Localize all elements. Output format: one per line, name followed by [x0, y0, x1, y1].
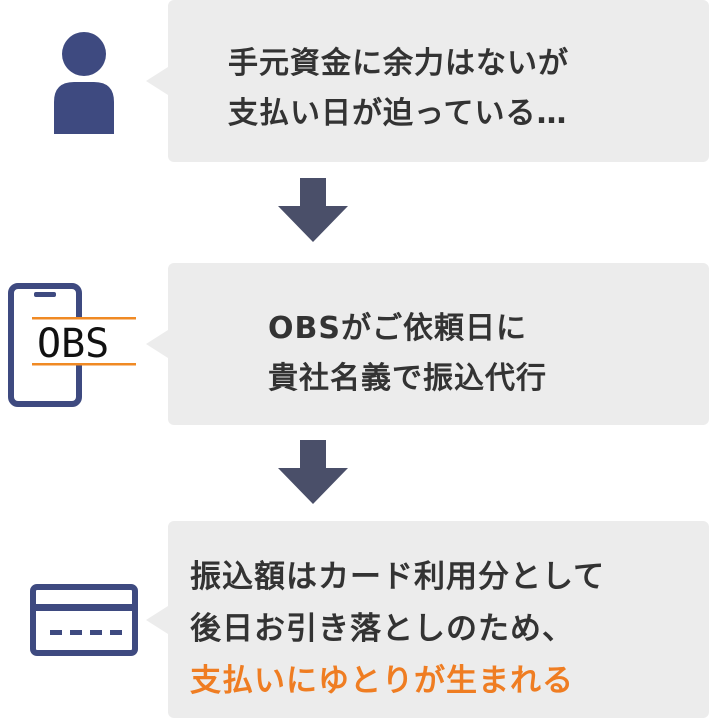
step-3-box: 振込額はカード利用分として 後日お引き落としのため、 支払いにゆとりが生まれる [146, 521, 709, 718]
down-arrow-icon [278, 440, 348, 508]
obs-logo-text: OBS [37, 321, 109, 367]
step-1-line-1: 手元資金に余力はないが [228, 46, 569, 81]
step-3-line-1: 振込額はカード利用分として [190, 559, 606, 595]
down-arrow-icon [278, 178, 348, 246]
step-2-line-2: 貴社名義で振込代行 [268, 361, 547, 396]
step-3-highlight: 支払いにゆとりが生まれる [190, 663, 574, 699]
person-icon [48, 28, 120, 136]
step-1-line-2: 支払い日が迫っている… [228, 96, 568, 131]
step-2-box: OBSがご依頼日に 貴社名義で振込代行 [146, 263, 709, 425]
credit-card-icon [30, 584, 138, 656]
step-1-box: 手元資金に余力はないが 支払い日が迫っている… [146, 0, 709, 162]
step-3-line-2: 後日お引き落としのため、 [190, 611, 574, 647]
step-2-line-1: OBSがご依頼日に [268, 311, 527, 346]
obs-phone-icon: OBS [8, 283, 140, 407]
